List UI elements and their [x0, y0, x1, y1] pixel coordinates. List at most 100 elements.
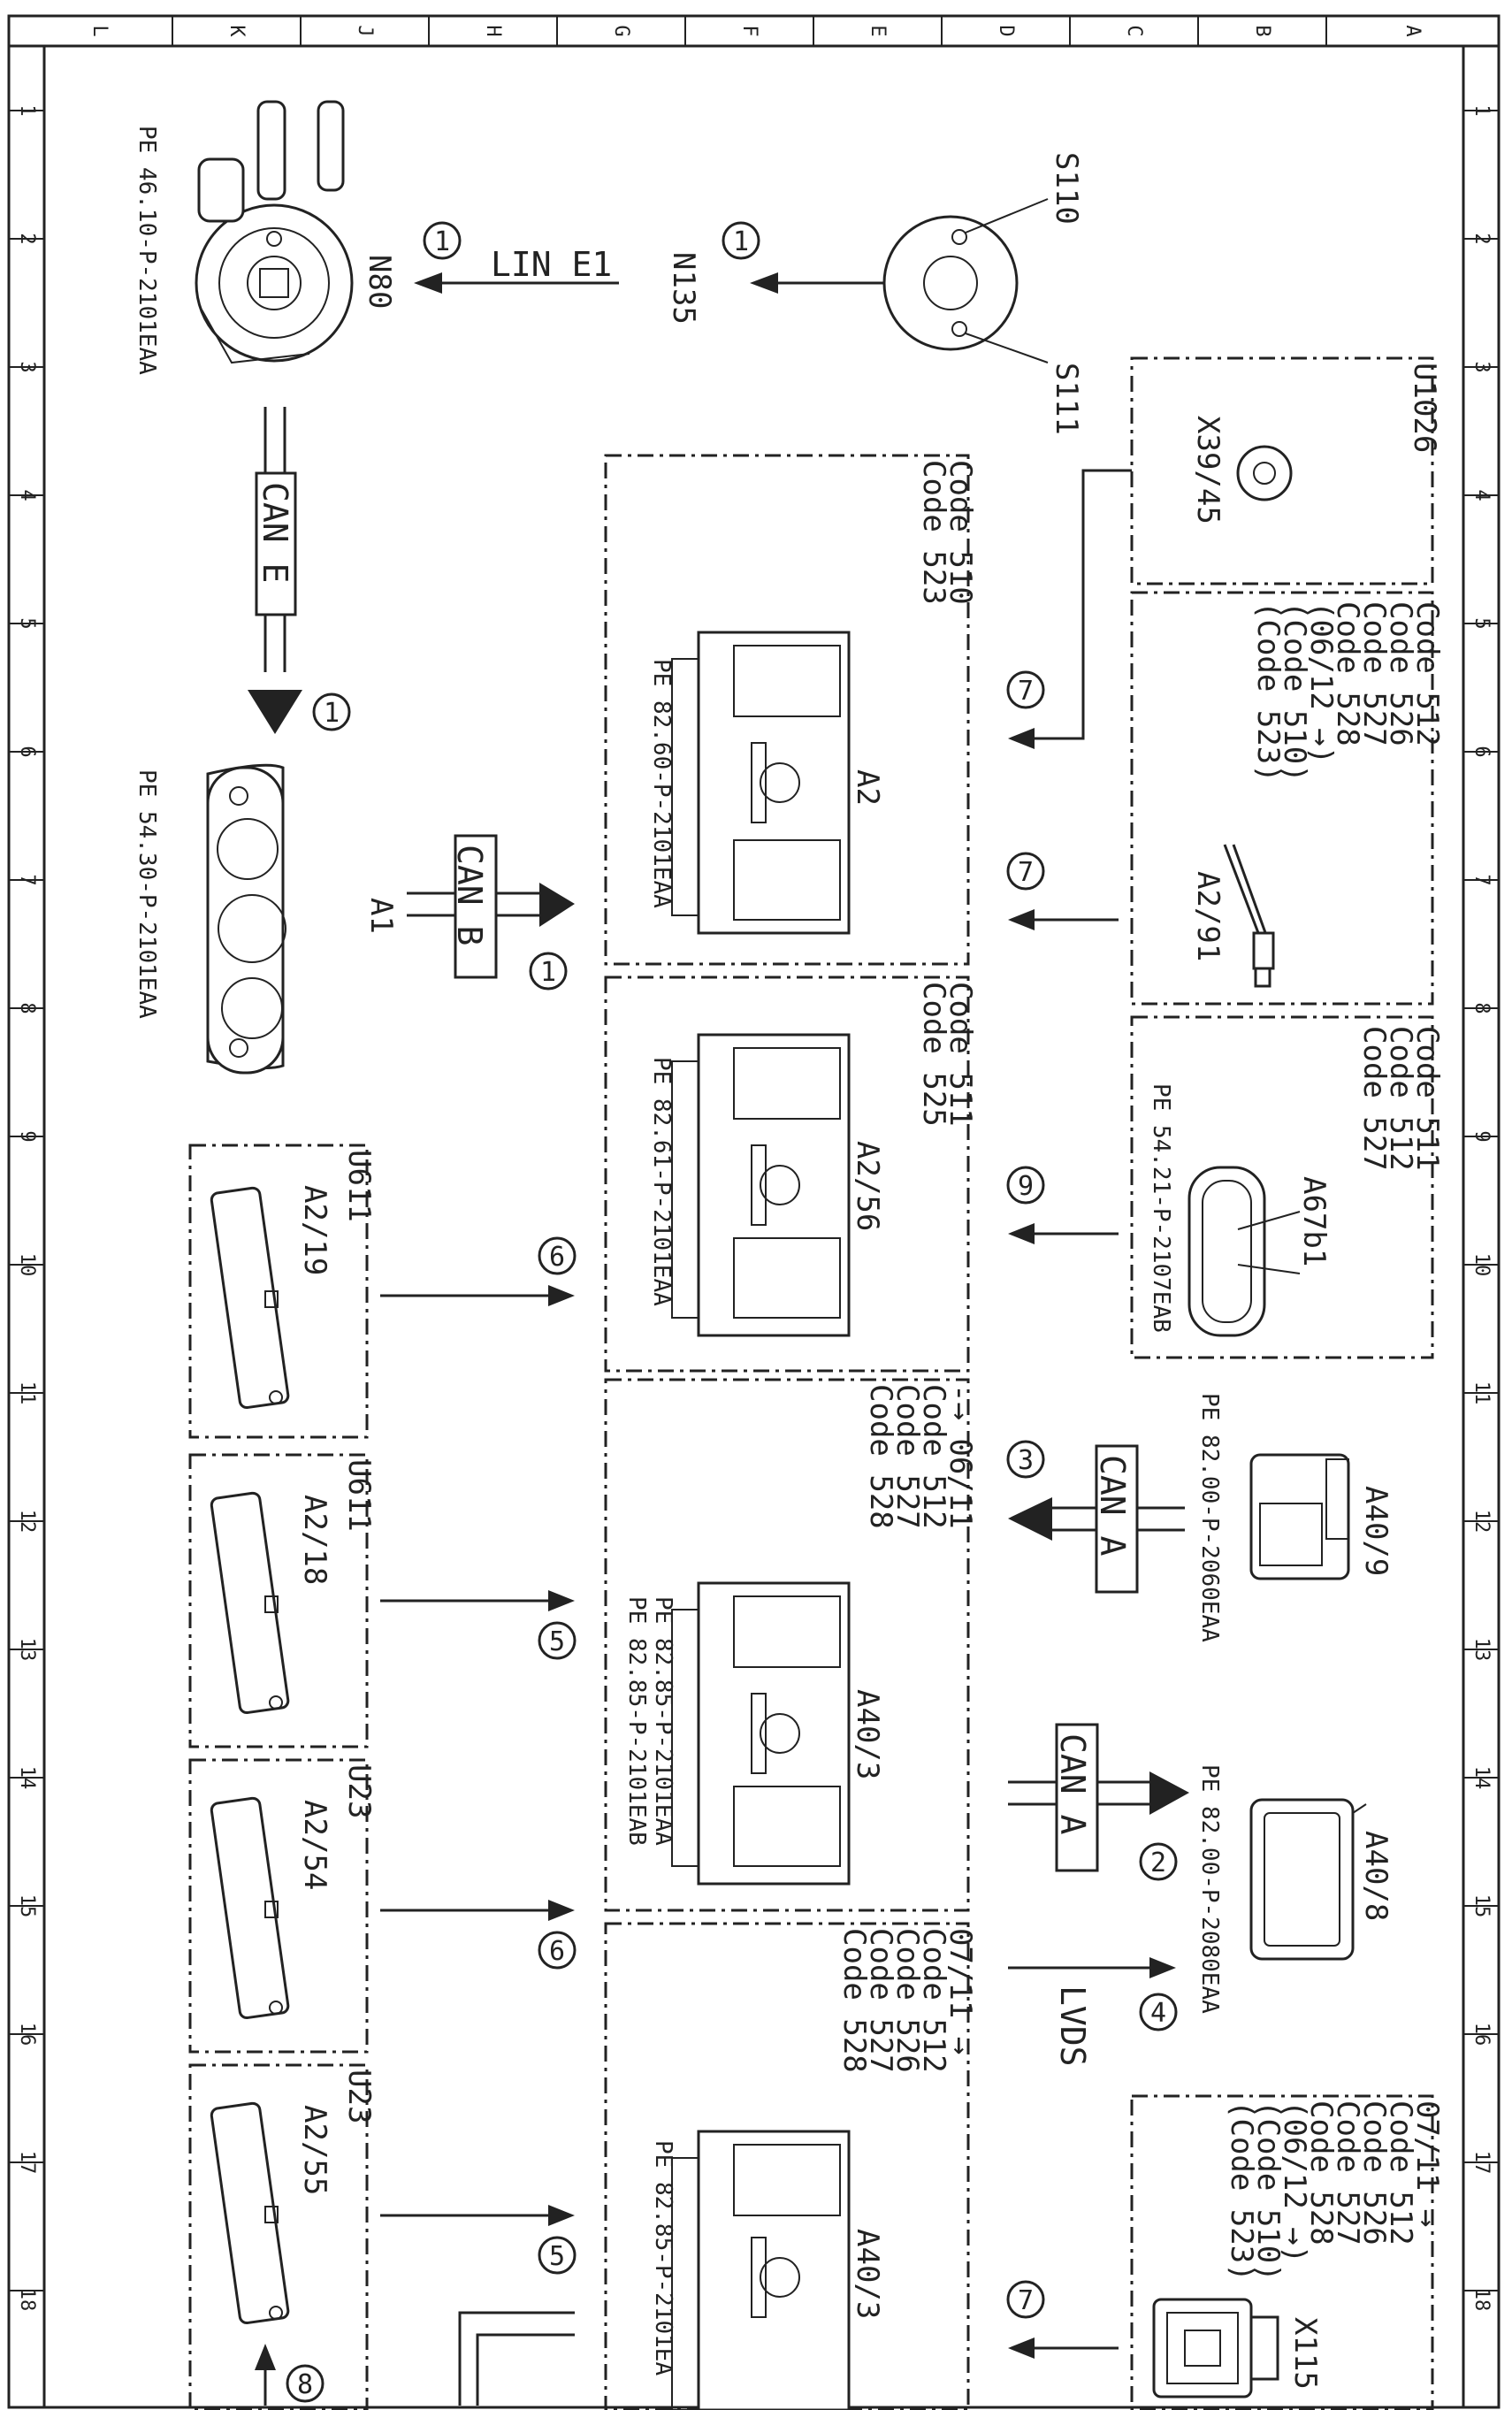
arrow-a2-18 — [380, 1590, 575, 1611]
row-label: 8 — [16, 1002, 38, 1014]
a67b1-label: A67b1 — [1296, 1176, 1332, 1266]
a40-8-reference: PE 82.00-P-2080EAA — [1196, 1764, 1223, 2014]
u23-box-1 — [188, 1758, 369, 2054]
a2-91-code-3: Code 527 — [1356, 601, 1392, 746]
a2-56-reference: PE 82.61-P-2101EAA — [648, 1057, 675, 1306]
callout-number: 1 — [733, 226, 749, 257]
a40-3-b-code-5: Code 528 — [836, 1928, 872, 2073]
n80-reference: PE 46.10-P-2101EAA — [134, 126, 160, 375]
a40-8-display — [1249, 1798, 1367, 1961]
a40-3-label: A40/3 — [850, 1689, 885, 1779]
a1-reference: PE 54.30-P-2101EAA — [134, 769, 160, 1019]
col-label: B — [1251, 25, 1273, 36]
callout-number: 3 — [1018, 1445, 1034, 1476]
callout-number: 4 — [1150, 1998, 1166, 2029]
module-a2-19 — [210, 1186, 290, 1410]
a67b1-mirror — [1187, 1166, 1301, 1337]
row-label: 7 — [16, 874, 38, 885]
module-a2-18 — [210, 1491, 290, 1715]
callout-8: 8 — [286, 2364, 325, 2403]
can-a-arrow-2 — [1008, 1723, 1189, 1872]
can-e-arrow — [248, 407, 302, 734]
callout-7-b: 7 — [1006, 852, 1045, 891]
col-label: J — [354, 25, 376, 36]
row-label: 3 — [16, 361, 38, 372]
lvds-arrow — [1008, 1957, 1176, 1978]
u23-box-2 — [188, 2063, 369, 2410]
module-a2-55 — [210, 2101, 290, 2325]
a40-3-b-box — [604, 1922, 970, 2410]
module-a2-54 — [210, 1796, 290, 2020]
steering-wheel — [750, 198, 1049, 363]
x115-code-7: (Code 510) — [1250, 2100, 1286, 2282]
callout-number: 7 — [1018, 676, 1034, 707]
callout-number: 5 — [549, 2241, 565, 2272]
col-label: D — [995, 25, 1017, 36]
u23-label-1: U23 — [341, 1764, 377, 1818]
col-label: L — [88, 25, 111, 36]
a40-3-reference-2: PE 82.85-P-2101EAB — [623, 1596, 650, 1846]
u611-label-1: U611 — [341, 1150, 377, 1222]
callout-6-a: 6 — [538, 1236, 577, 1275]
arrow-u1026-to-a2 — [1008, 469, 1132, 749]
instrument-cluster — [206, 763, 286, 1075]
u611-label-2: U611 — [341, 1459, 377, 1532]
a2-91-antenna — [1223, 844, 1275, 988]
arrow-up-8 — [255, 2344, 276, 2406]
s110-label: S110 — [1049, 152, 1084, 225]
a40-9-camera — [1249, 1453, 1350, 1580]
row-label: 7 — [1470, 874, 1493, 885]
a40-3-box — [604, 1378, 970, 1912]
row-label: 15 — [16, 1894, 38, 1918]
row-label: 4 — [1470, 489, 1493, 501]
callout-4: 4 — [1139, 1993, 1178, 2031]
a40-3-b-code-1: 07/11 → — [943, 1928, 978, 2054]
x115-label: X115 — [1287, 2317, 1323, 2390]
a2-18-label: A2/18 — [297, 1495, 332, 1585]
row-label: 10 — [16, 1253, 38, 1277]
a2-54-label: A2/54 — [297, 1800, 332, 1890]
a67b1-reference: PE 54.21-P-2107EAB — [1148, 1083, 1174, 1333]
u611-box-1 — [188, 1144, 369, 1439]
col-label: G — [610, 25, 632, 36]
a40-3-b-label: A40/3 — [850, 2229, 885, 2319]
row-label: 9 — [1470, 1130, 1493, 1142]
callout-number: 7 — [1018, 857, 1034, 888]
a40-3-b-code-4: Code 527 — [863, 1928, 898, 2073]
row-label: 16 — [1470, 2023, 1493, 2047]
a40-3-b-reference: PE 82.85-P-2101EA — [650, 2140, 676, 2376]
a40-9-label: A40/9 — [1358, 1486, 1394, 1576]
arrow-x115-to-a40-3 — [1008, 2337, 1119, 2359]
can-a-label-1: CAN A — [1093, 1455, 1132, 1557]
x115-code-4: Code 527 — [1330, 2100, 1365, 2246]
col-label: H — [482, 25, 504, 36]
x115-code-3: Code 526 — [1356, 2100, 1392, 2246]
a40-3-b-code-3: Code 526 — [890, 1928, 925, 2073]
callout-6-b: 6 — [538, 1931, 577, 1970]
row-label: 15 — [1470, 1894, 1493, 1918]
callout-7-a: 7 — [1006, 670, 1045, 709]
row-label: 6 — [1470, 746, 1493, 757]
corner-bracket — [458, 2311, 575, 2406]
head-unit-a40-3 — [671, 1581, 851, 1886]
a67b1-code-3: Code 527 — [1356, 1026, 1392, 1171]
x115-box — [1130, 2094, 1434, 2410]
row-label: 1 — [16, 104, 38, 116]
row-label: 5 — [16, 617, 38, 629]
x115-code-2: Code 512 — [1383, 2100, 1418, 2246]
a2-91-code-2: Code 526 — [1383, 601, 1418, 746]
a2-56-box — [604, 975, 970, 1373]
arrow-a2-55 — [380, 2205, 575, 2226]
row-label: 18 — [16, 2288, 38, 2312]
callout-number: 8 — [297, 2369, 313, 2400]
can-e-label: CAN E — [256, 482, 294, 583]
row-ruler-left: 1 2 3 4 5 6 7 8 9 10 11 12 13 14 15 16 1… — [16, 104, 38, 2311]
u23-label-2: U23 — [341, 2070, 377, 2123]
a2-91-label: A2/91 — [1190, 871, 1226, 961]
x115-code-8: (Code 523) — [1224, 2100, 1259, 2282]
a2-91-code-7: (Code 523) — [1250, 601, 1286, 783]
a2-91-code-4: Code 528 — [1330, 601, 1365, 746]
x115-code-6: (06/12 →) — [1277, 2100, 1312, 2263]
arrow-a2-91-to-a2 — [1008, 909, 1119, 930]
row-label: 2 — [16, 233, 38, 244]
